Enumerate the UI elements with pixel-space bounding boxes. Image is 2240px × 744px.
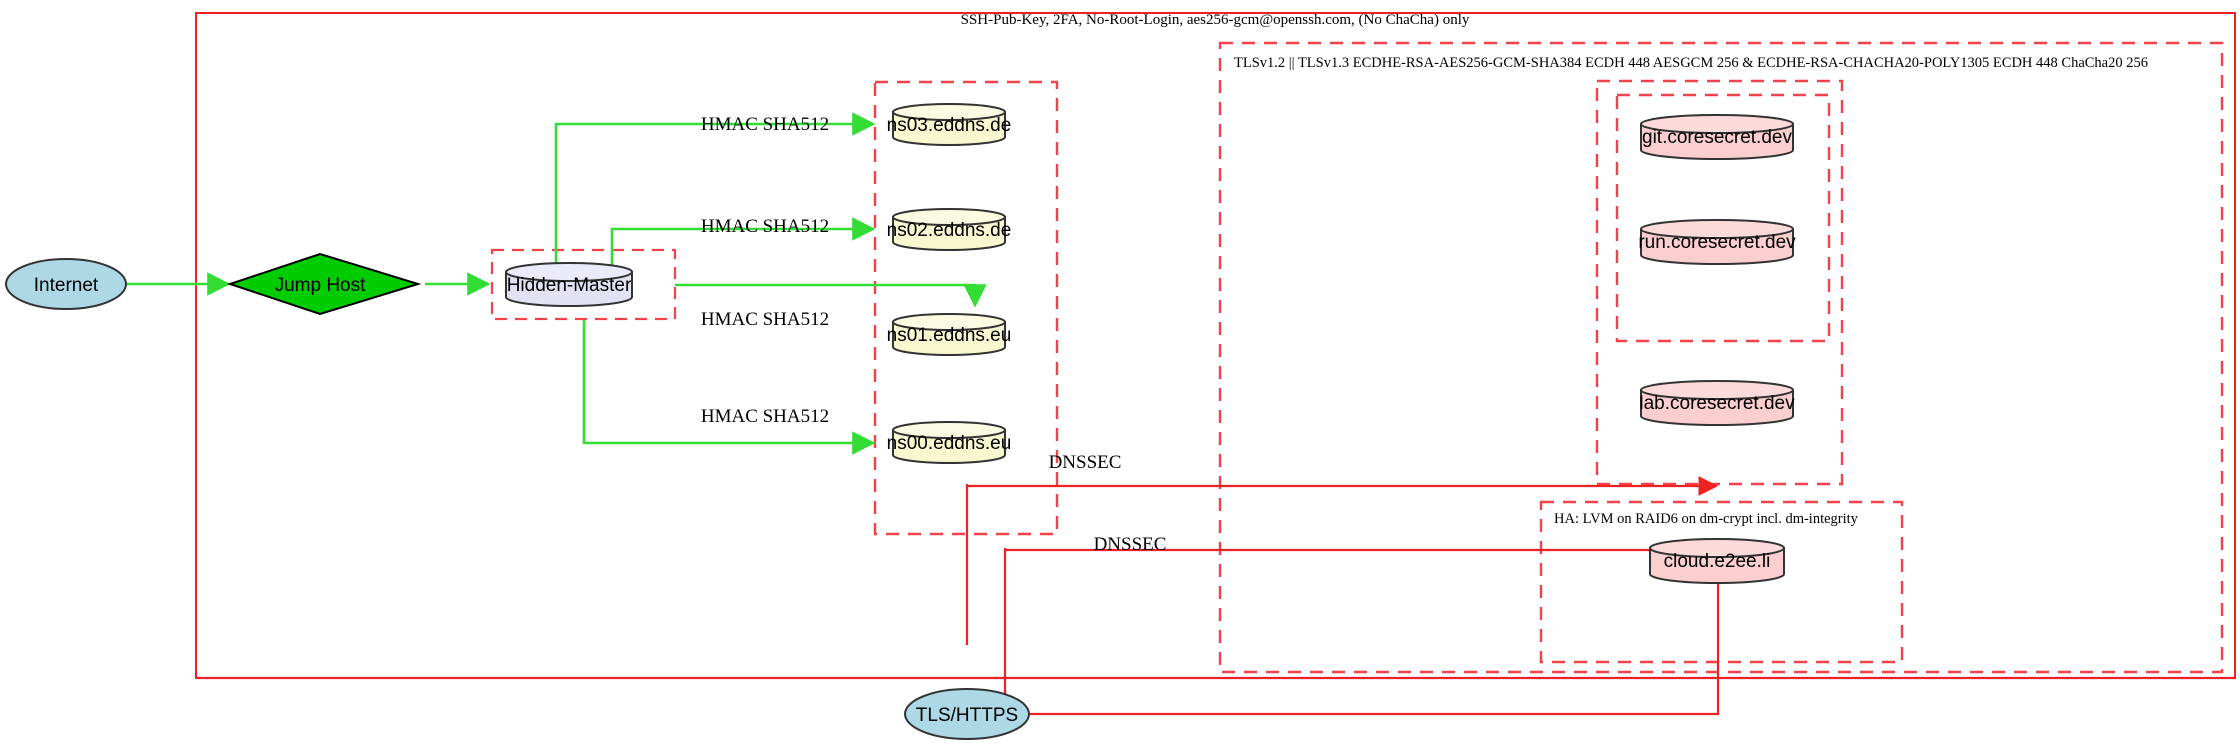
edge-master-ns02	[610, 217, 876, 268]
edge-master-ns00	[582, 320, 876, 455]
coresecret-inner-box	[1615, 93, 1831, 343]
edge-master-ns03	[554, 112, 876, 268]
node-hidden-master[interactable]: Hidden-Master	[505, 262, 633, 307]
node-cloud-e2ee[interactable]: cloud.e2ee.li	[1649, 538, 1785, 584]
node-ns00-label: ns00.eddns.eu	[887, 433, 1012, 454]
coresecret-outer-box	[1595, 79, 1844, 486]
node-run-coresecret-label: run.coresecret.dev	[1638, 232, 1796, 253]
node-git-coresecret[interactable]: git.coresecret.dev	[1640, 114, 1794, 160]
node-ns03-label: ns03.eddns.de	[887, 115, 1012, 136]
edge-label-dnssec-2: DNSSEC	[1094, 534, 1167, 555]
node-internet-label: Internet	[34, 275, 99, 296]
hidden-master-box	[490, 248, 677, 321]
node-run-coresecret[interactable]: run.coresecret.dev	[1638, 219, 1796, 265]
node-ns03[interactable]: ns03.eddns.de	[887, 103, 1012, 146]
ssh-boundary-box	[195, 12, 2236, 679]
edge-label-hmac-ns03: HMAC SHA512	[701, 114, 829, 135]
node-tls-https[interactable]: TLS/HTTPS	[904, 688, 1030, 740]
node-tls-https-label: TLS/HTTPS	[916, 705, 1018, 726]
node-ns02-label: ns02.eddns.de	[887, 220, 1012, 241]
green-edges	[92, 112, 987, 455]
ssh-boundary-label: SSH-Pub-Key, 2FA, No-Root-Login, aes256-…	[961, 12, 1470, 28]
ha-cluster-box	[1539, 500, 1904, 664]
edge-master-ns01	[675, 283, 987, 308]
node-ns01-label: ns01.eddns.eu	[887, 325, 1012, 346]
dns-cluster-box	[873, 80, 1059, 536]
node-ns00[interactable]: ns00.eddns.eu	[887, 421, 1012, 464]
node-ns01[interactable]: ns01.eddns.eu	[887, 313, 1012, 356]
node-git-coresecret-label: git.coresecret.dev	[1642, 127, 1792, 148]
node-jump-host-label: Jump Host	[275, 275, 367, 296]
red-edges	[196, 476, 2235, 716]
edge-label-hmac-ns00: HMAC SHA512	[701, 406, 829, 427]
node-hidden-master-label: Hidden-Master	[507, 275, 632, 296]
node-lab-coresecret-label: lab.coresecret.dev	[1639, 393, 1795, 414]
node-jump-host[interactable]: Jump Host	[226, 252, 422, 316]
node-lab-coresecret[interactable]: lab.coresecret.dev	[1639, 380, 1795, 426]
edge-label-hmac-ns01: HMAC SHA512	[701, 309, 829, 330]
node-cloud-e2ee-label: cloud.e2ee.li	[1664, 551, 1771, 572]
tls-cluster-label: TLSv1.2 || TLSv1.3 ECDHE-RSA-AES256-GCM-…	[1234, 55, 2148, 71]
edge-label-dnssec-1: DNSSEC	[1049, 452, 1122, 473]
edge-tlshttps-right	[1028, 552, 1720, 716]
node-internet[interactable]: Internet	[5, 258, 127, 310]
ha-cluster-label: HA: LVM on RAID6 on dm-crypt incl. dm-in…	[1554, 511, 1859, 527]
node-ns02[interactable]: ns02.eddns.de	[887, 208, 1012, 251]
edge-label-hmac-ns02: HMAC SHA512	[701, 216, 829, 237]
